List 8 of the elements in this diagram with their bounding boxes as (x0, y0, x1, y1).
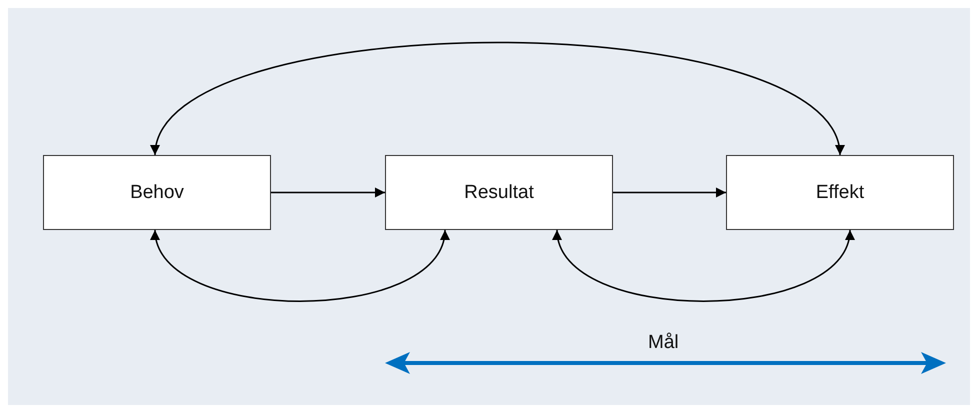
process-box: Effekt (726, 155, 954, 230)
arrow (554, 230, 852, 302)
arrow (152, 230, 448, 302)
process-box: Resultat (385, 155, 613, 230)
arrow (271, 188, 385, 198)
arrow (613, 188, 726, 198)
span-label: Mål (648, 332, 679, 354)
process-box: Behov (43, 155, 271, 230)
